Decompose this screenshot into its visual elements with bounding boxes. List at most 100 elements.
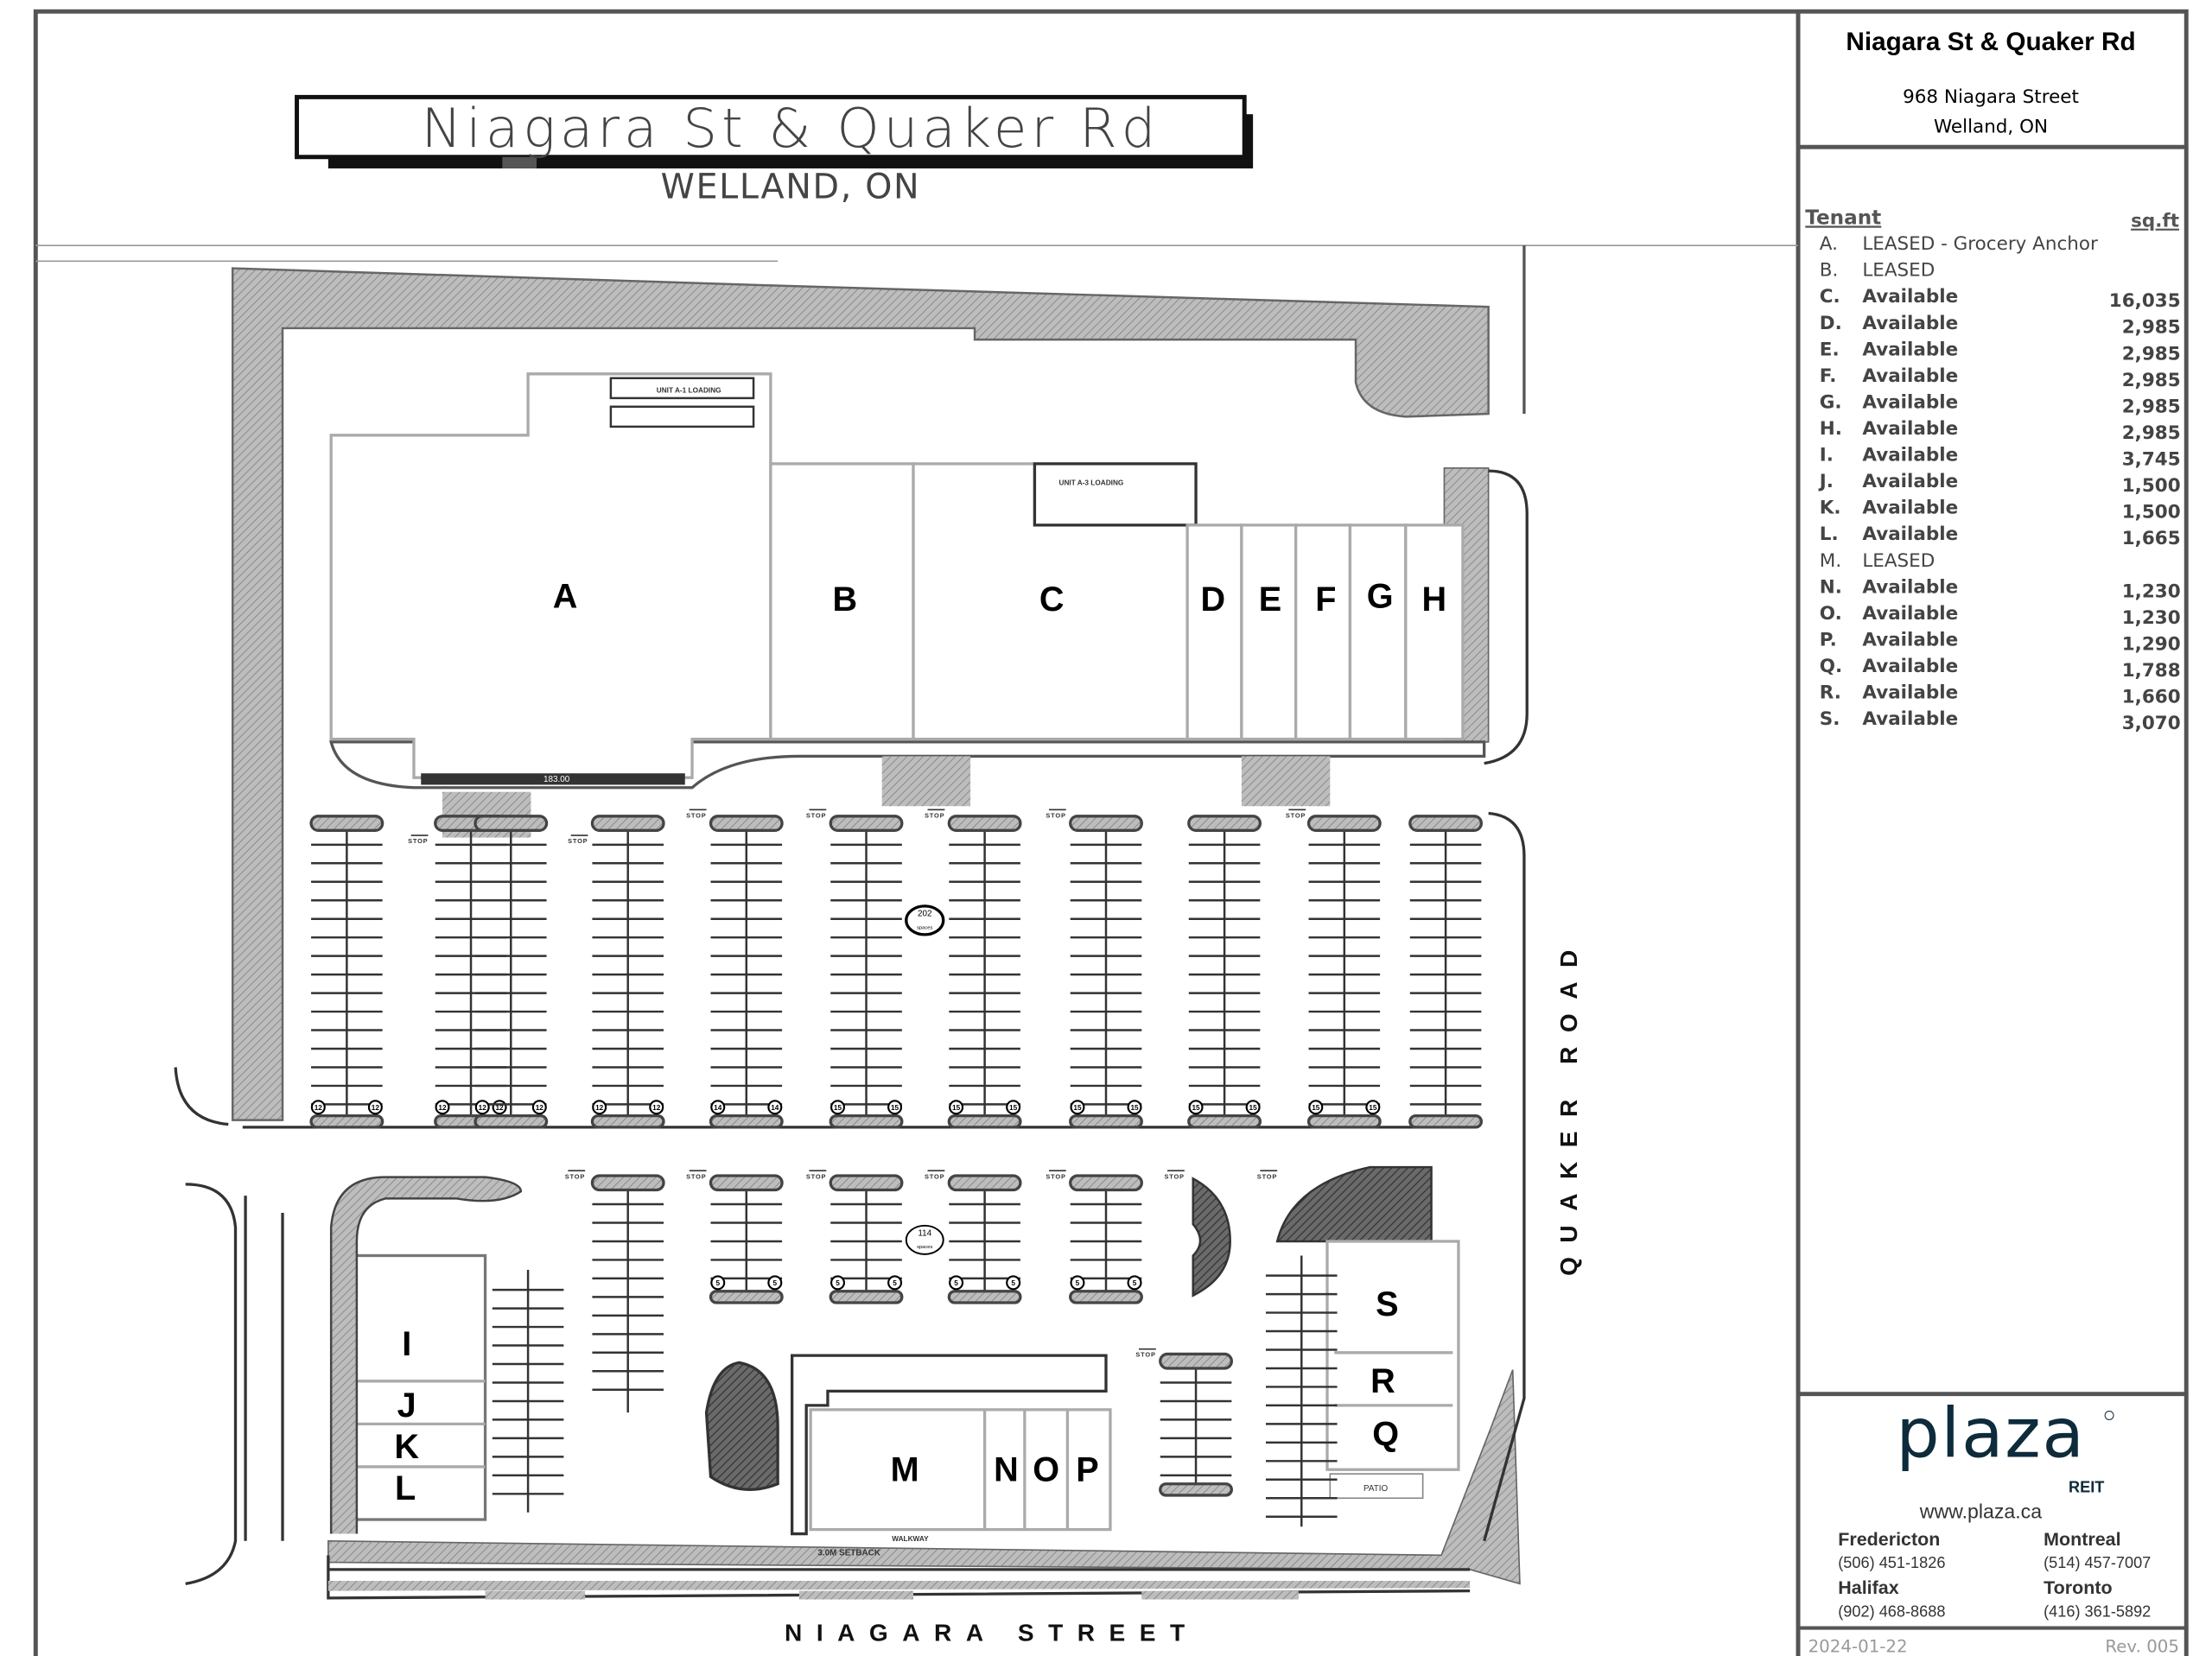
tenant-row: H. Available 2,985 [1820,418,2181,444]
stall-count-badge [949,1100,964,1115]
tenant-unit: I. [1820,445,1834,466]
stop-label: STOP [1135,1351,1155,1359]
tenant-sqft: 1,660 [2122,686,2181,707]
unit-label-a: A [553,578,578,616]
stall-count-badge [1006,1100,1021,1115]
tenant-sqft: 2,985 [2122,317,2181,339]
space-count-upper: 202 spaces [905,904,945,936]
tenant-sqft: 1,230 [2122,607,2181,629]
tenant-sqft: 1,788 [2122,660,2181,682]
stall-count-badge [830,1100,846,1115]
stall-count-label: 5 [715,1279,720,1287]
building-strip-i-l [334,1253,487,1521]
stall-count-badge [531,1100,547,1115]
tenant-sqft: 1,665 [2122,528,2181,549]
stall-count-label: 14 [714,1104,722,1112]
address-line1: 968 Niagara Street [1903,86,2079,108]
stall-count-badge [1308,1100,1324,1115]
tenant-status: Available [1862,523,1958,545]
unit-label-c: C [1039,581,1065,619]
building-unit-d[interactable] [1185,523,1243,741]
tenant-sqft: 16,035 [2109,290,2181,312]
stall-count-badge [1070,1100,1085,1115]
tenant-status: Available [1862,418,1958,440]
loading-dock [609,405,755,428]
logo-wordmark: plaza [1896,1393,2085,1473]
patio-label: PATIO [1363,1484,1389,1494]
loading-label: UNIT A-1 LOADING [657,386,721,394]
stop-label: STOP [1046,811,1065,819]
unit-label-g: G [1367,578,1394,616]
stop-label: STOP [686,1172,706,1180]
tenant-unit: H. [1820,418,1842,440]
building-unit-a[interactable]: UNIT A-1 LOADING 183.00 [329,372,772,785]
tenant-sqft: 2,985 [2122,343,2181,365]
tenant-sqft: 3,745 [2122,448,2181,470]
stop-label: STOP [568,837,588,845]
stall-count-label: 15 [952,1104,961,1112]
stall-count-label: 15 [1130,1104,1139,1112]
tenant-sqft: 2,985 [2122,422,2181,444]
building-strip-m-p [809,1408,1112,1532]
tenant-sqft: 2,985 [2122,370,2181,391]
building-unit-b[interactable] [769,462,915,741]
office-phone: (514) 457-7007 [2044,1554,2151,1571]
info-panel: Niagara St & Quaker Rd 968 Niagara Stree… [1798,28,2187,1656]
tenant-unit: F. [1820,365,1837,387]
loading-label: UNIT A-3 LOADING [1058,479,1123,487]
tenant-unit: K. [1820,498,1841,519]
building-unit-g[interactable] [1348,523,1408,741]
stall-count-label: 12 [495,1104,504,1112]
stall-count-label: 5 [773,1279,778,1287]
tenant-status: Available [1862,471,1958,492]
tenant-status: Available [1862,286,1958,308]
stall-count-label: 15 [1312,1104,1320,1112]
parking-island [1159,1482,1233,1497]
parking-island [829,1290,904,1304]
tenant-unit: L. [1820,523,1839,545]
website-link[interactable]: www.plaza.ca [1919,1500,2042,1522]
stall-count-badge [1188,1100,1204,1115]
stop-label: STOP [686,811,706,819]
tenant-unit: A. [1820,233,1838,255]
plaza-reit-logo: plaza REIT [1896,1393,2114,1496]
trademark-icon [2104,1411,2114,1420]
building-unit-h[interactable] [1404,523,1465,741]
tenant-sqft: 1,230 [2122,581,2181,602]
unit-label-j: J [397,1386,416,1424]
tenant-unit: M. [1820,550,1841,572]
road-label-niagara-street: NIAGARA STREET [785,1619,1199,1646]
office-phone: (506) 451-1826 [1838,1554,1945,1571]
parking-row [1265,1255,1338,1527]
office-fredericton: Fredericton (506) 451-1826 [1838,1529,1945,1571]
building-unit-f[interactable] [1294,523,1352,741]
revision-date: 2024-01-22 [1808,1637,1908,1656]
road-label-quaker-road: QUAKER ROAD [1555,936,1582,1276]
unit-label-k: K [394,1428,419,1466]
parking-island [1187,815,1262,832]
building-unit-e[interactable] [1240,523,1298,741]
tenant-row: I. Available 3,745 [1820,445,2181,471]
unit-labels: A B C D E F G H I J K L M N O P Q R S [394,578,1446,1507]
stall-count-badge [830,1275,846,1291]
stall-count-label: 5 [1076,1279,1080,1287]
revision-number: Rev. 005 [2105,1637,2179,1656]
sqft-column-header: sq.ft [2131,211,2179,232]
tenant-row: M.LEASED [1820,550,1935,572]
tenant-status: Available [1862,445,1958,466]
parking-island [829,1114,904,1129]
building-strip-b-h [769,462,1465,741]
parking-island [709,1290,784,1304]
tenant-status: Available [1862,313,1958,334]
setback-label: 3.0M SETBACK [817,1548,880,1558]
stall-count-label: 15 [834,1104,842,1112]
